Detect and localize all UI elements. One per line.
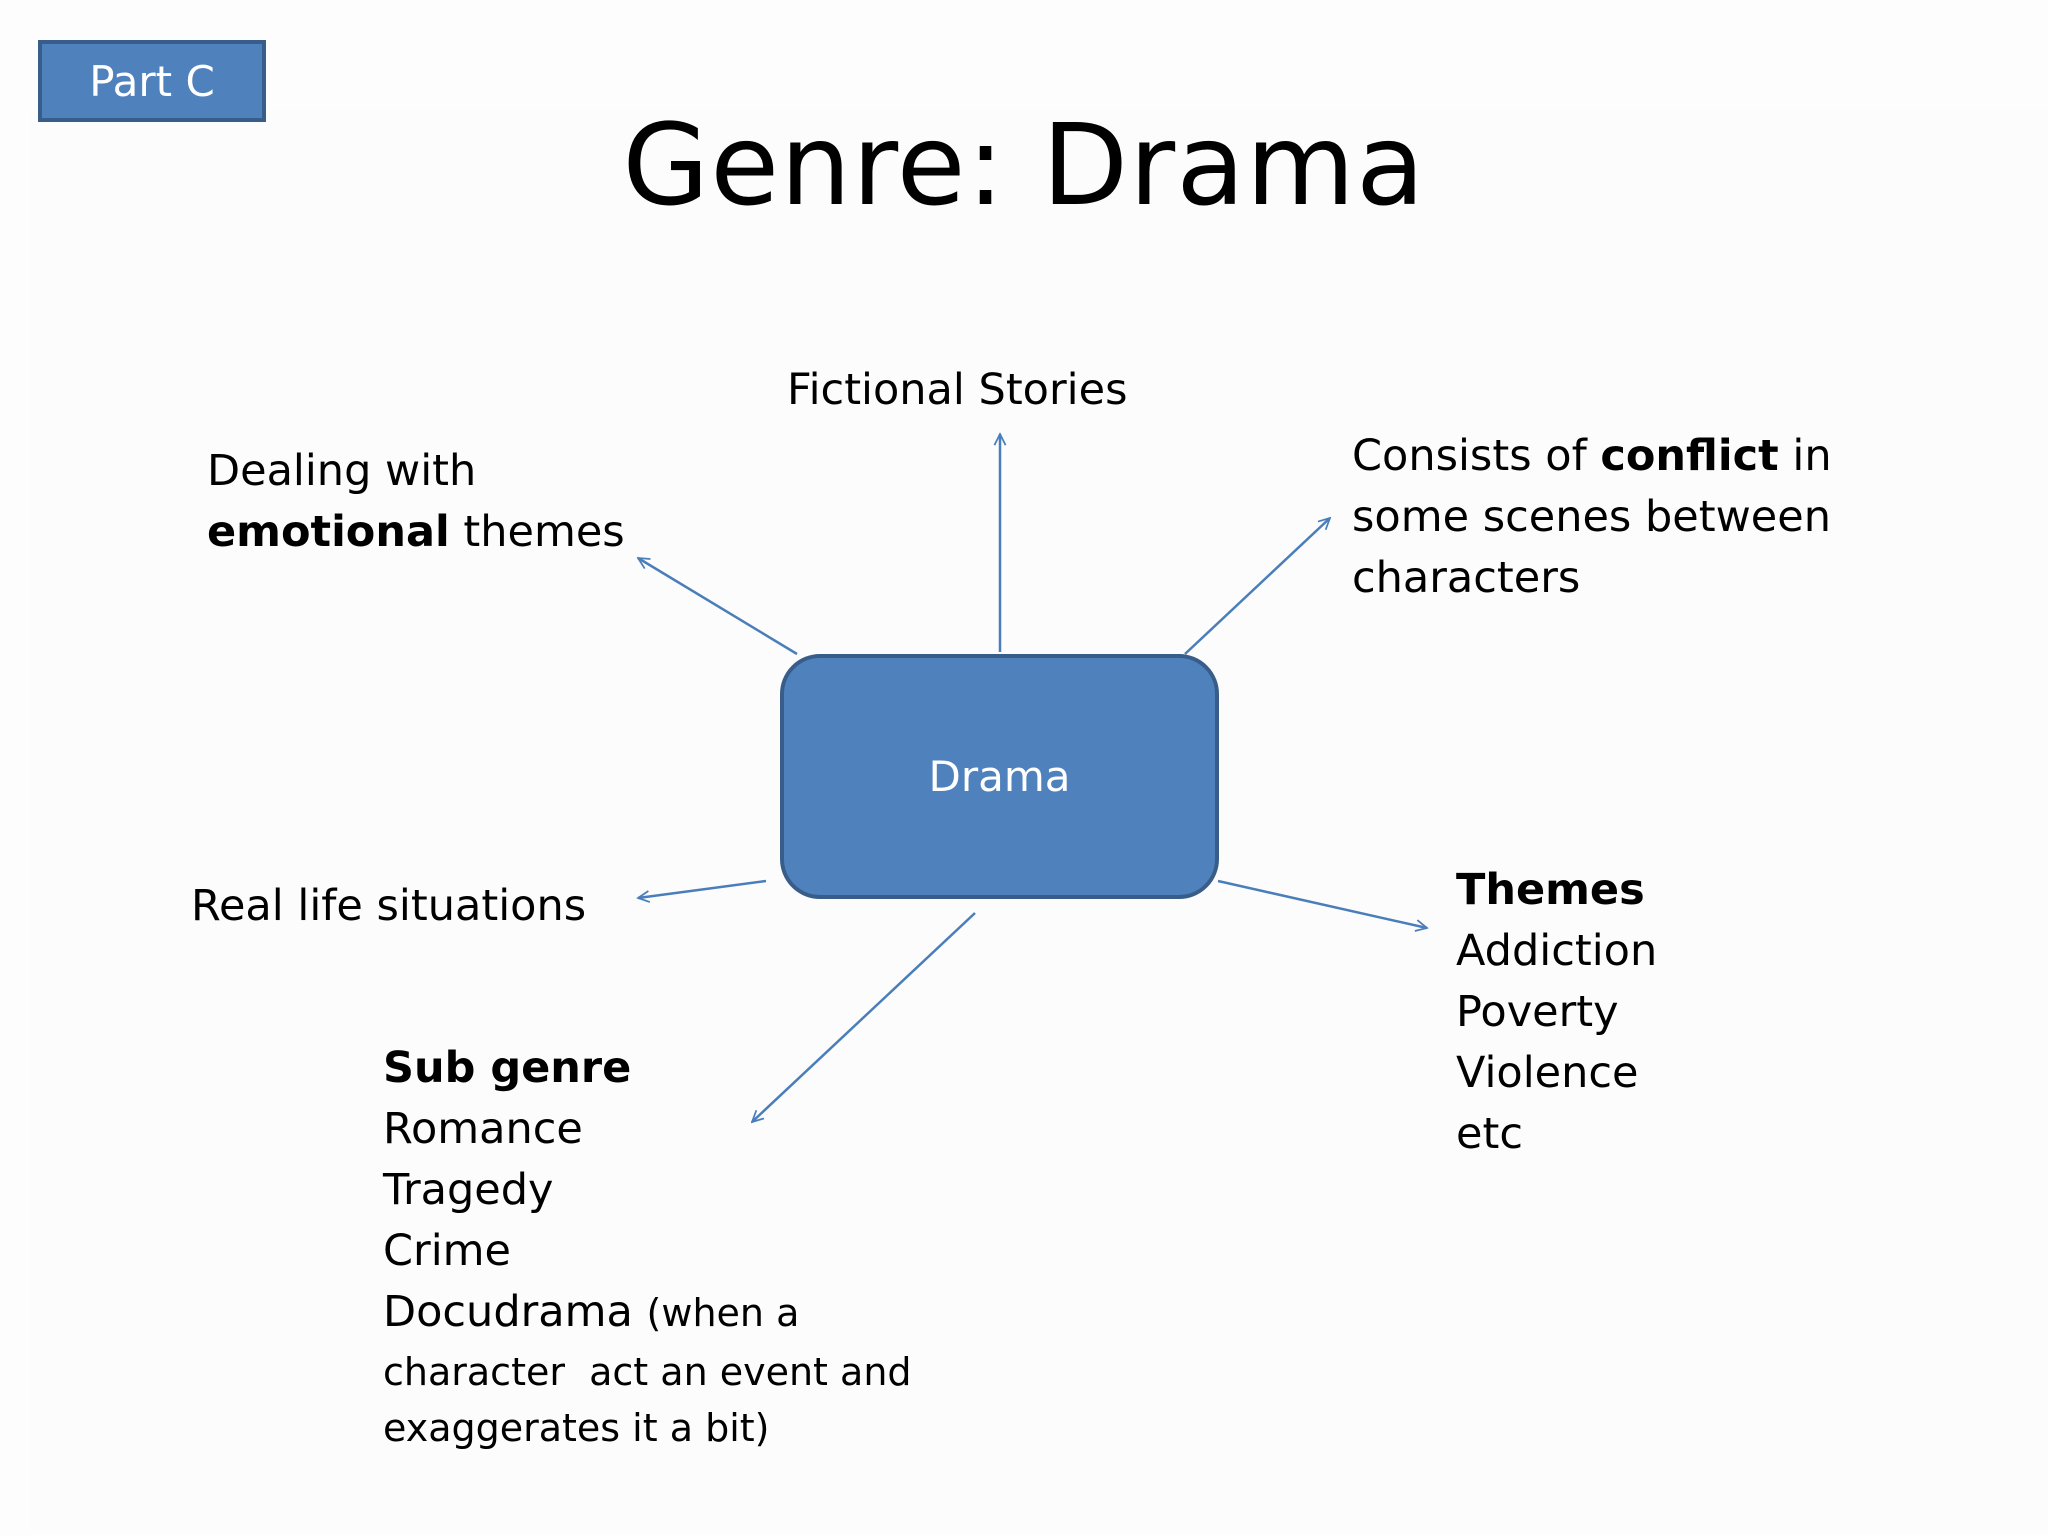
arrow-real-life (638, 879, 767, 898)
arrow-emotional (638, 556, 798, 656)
node-conflict-bold: conflict (1600, 431, 1779, 481)
arrow-sub-genre (752, 912, 976, 1122)
center-node-drama: Drama (780, 654, 1219, 899)
arrow-conflict (1184, 518, 1330, 655)
node-conflict-line2: some scenes between (1352, 492, 1831, 542)
sub-genre-item: Crime (383, 1226, 511, 1276)
node-conflict-line3: characters (1352, 553, 1581, 603)
node-fictional-stories: Fictional Stories (787, 360, 1127, 421)
node-conflict-post: in (1792, 431, 1832, 481)
node-emotional-line2: emotional themes (207, 502, 625, 563)
node-conflict-line1: Consists of conflict in (1352, 426, 1832, 487)
theme-item: etc (1456, 1109, 1523, 1159)
node-conflict: Consists of conflict in some scenes betw… (1352, 426, 1832, 609)
arrow-themes (1217, 879, 1427, 928)
node-emotional-themes: Dealing with emotional themes (207, 441, 625, 563)
node-themes: Themes Addiction Poverty Violence etc (1456, 860, 1657, 1165)
theme-item: Poverty (1456, 987, 1619, 1037)
node-real-life-text: Real life situations (191, 881, 587, 931)
node-conflict-pre: Consists of (1352, 431, 1587, 481)
theme-item: Addiction (1456, 926, 1658, 976)
docudrama-note-part1: (when a (646, 1291, 800, 1335)
sub-genre-item-docudrama: Docudrama (when a (383, 1287, 800, 1337)
docudrama-note-line2: character act an event and (383, 1350, 912, 1394)
node-sub-genre-heading: Sub genre (383, 1043, 632, 1093)
node-sub-genre: Sub genre Romance Tragedy Crime Docudram… (383, 1038, 912, 1456)
sub-genre-item: Romance (383, 1104, 583, 1154)
node-fictional-text: Fictional Stories (787, 365, 1128, 415)
node-real-life: Real life situations (191, 876, 586, 937)
node-emotional-rest: themes (463, 507, 625, 557)
node-emotional-line1: Dealing with (207, 446, 477, 496)
sub-genre-item: Tragedy (383, 1165, 554, 1215)
node-themes-heading: Themes (1456, 865, 1645, 915)
node-emotional-bold: emotional (207, 507, 450, 557)
part-badge: Part C (38, 40, 266, 122)
slide-title: Genre: Drama (622, 101, 1426, 231)
theme-item: Violence (1456, 1048, 1639, 1098)
docudrama-note-line3: exaggerates it a bit) (383, 1406, 770, 1450)
